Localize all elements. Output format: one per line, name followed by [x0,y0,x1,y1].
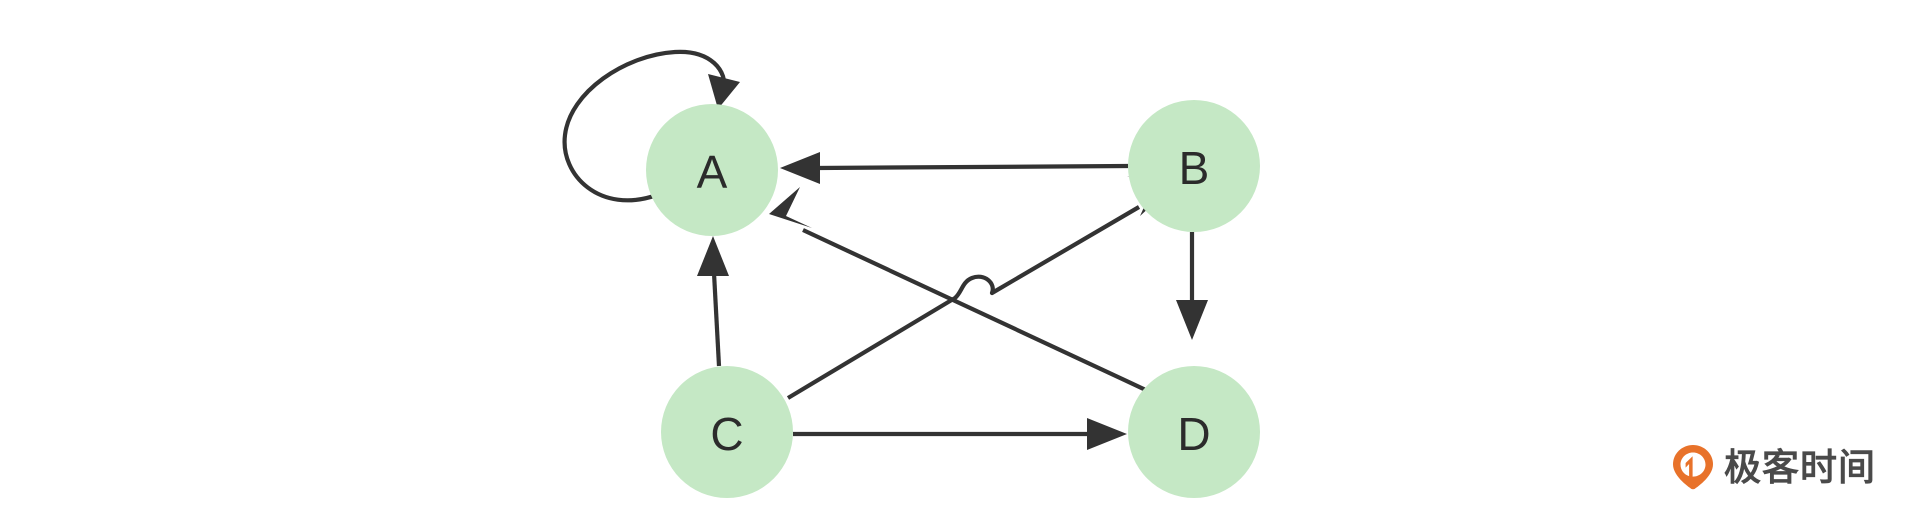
edge-a-to-a-arrowhead [708,74,740,109]
watermark: 极客时间 [1672,444,1876,490]
node-c-circle[interactable] [661,366,793,498]
edge-b-to-d[interactable] [1176,232,1208,340]
node-d[interactable]: D [1128,366,1260,498]
node-d-circle[interactable] [1128,366,1260,498]
edge-a-to-a[interactable] [562,49,740,203]
edge-d-to-a-path [802,228,1149,393]
edge-layer [562,49,1208,450]
node-a-circle[interactable] [646,104,778,236]
edge-c-to-a-arrowhead [697,236,729,276]
edge-b-to-d-arrowhead [1176,300,1208,340]
edge-d-to-a-arrowhead [769,187,812,228]
edge-c-to-b-path [786,205,1141,400]
edge-b-to-a[interactable] [780,152,1129,184]
edge-a-to-a-path [562,49,727,203]
node-b-circle[interactable] [1128,100,1260,232]
node-b[interactable]: B [1128,100,1260,232]
watermark-text: 极客时间 [1724,445,1876,489]
node-c[interactable]: C [661,366,793,498]
edge-b-to-a-path [816,163,1129,171]
geektime-pin-logo [1673,445,1713,490]
edge-c-to-b[interactable] [786,176,1170,400]
edge-d-to-a[interactable] [769,187,1149,393]
edge-b-to-a-arrowhead [780,152,820,184]
edge-c-to-d[interactable] [793,418,1127,450]
edge-c-to-a-path [711,272,722,367]
edge-c-to-a[interactable] [697,236,729,367]
edge-c-to-d-arrowhead [1087,418,1127,450]
node-a[interactable]: A [646,104,778,236]
